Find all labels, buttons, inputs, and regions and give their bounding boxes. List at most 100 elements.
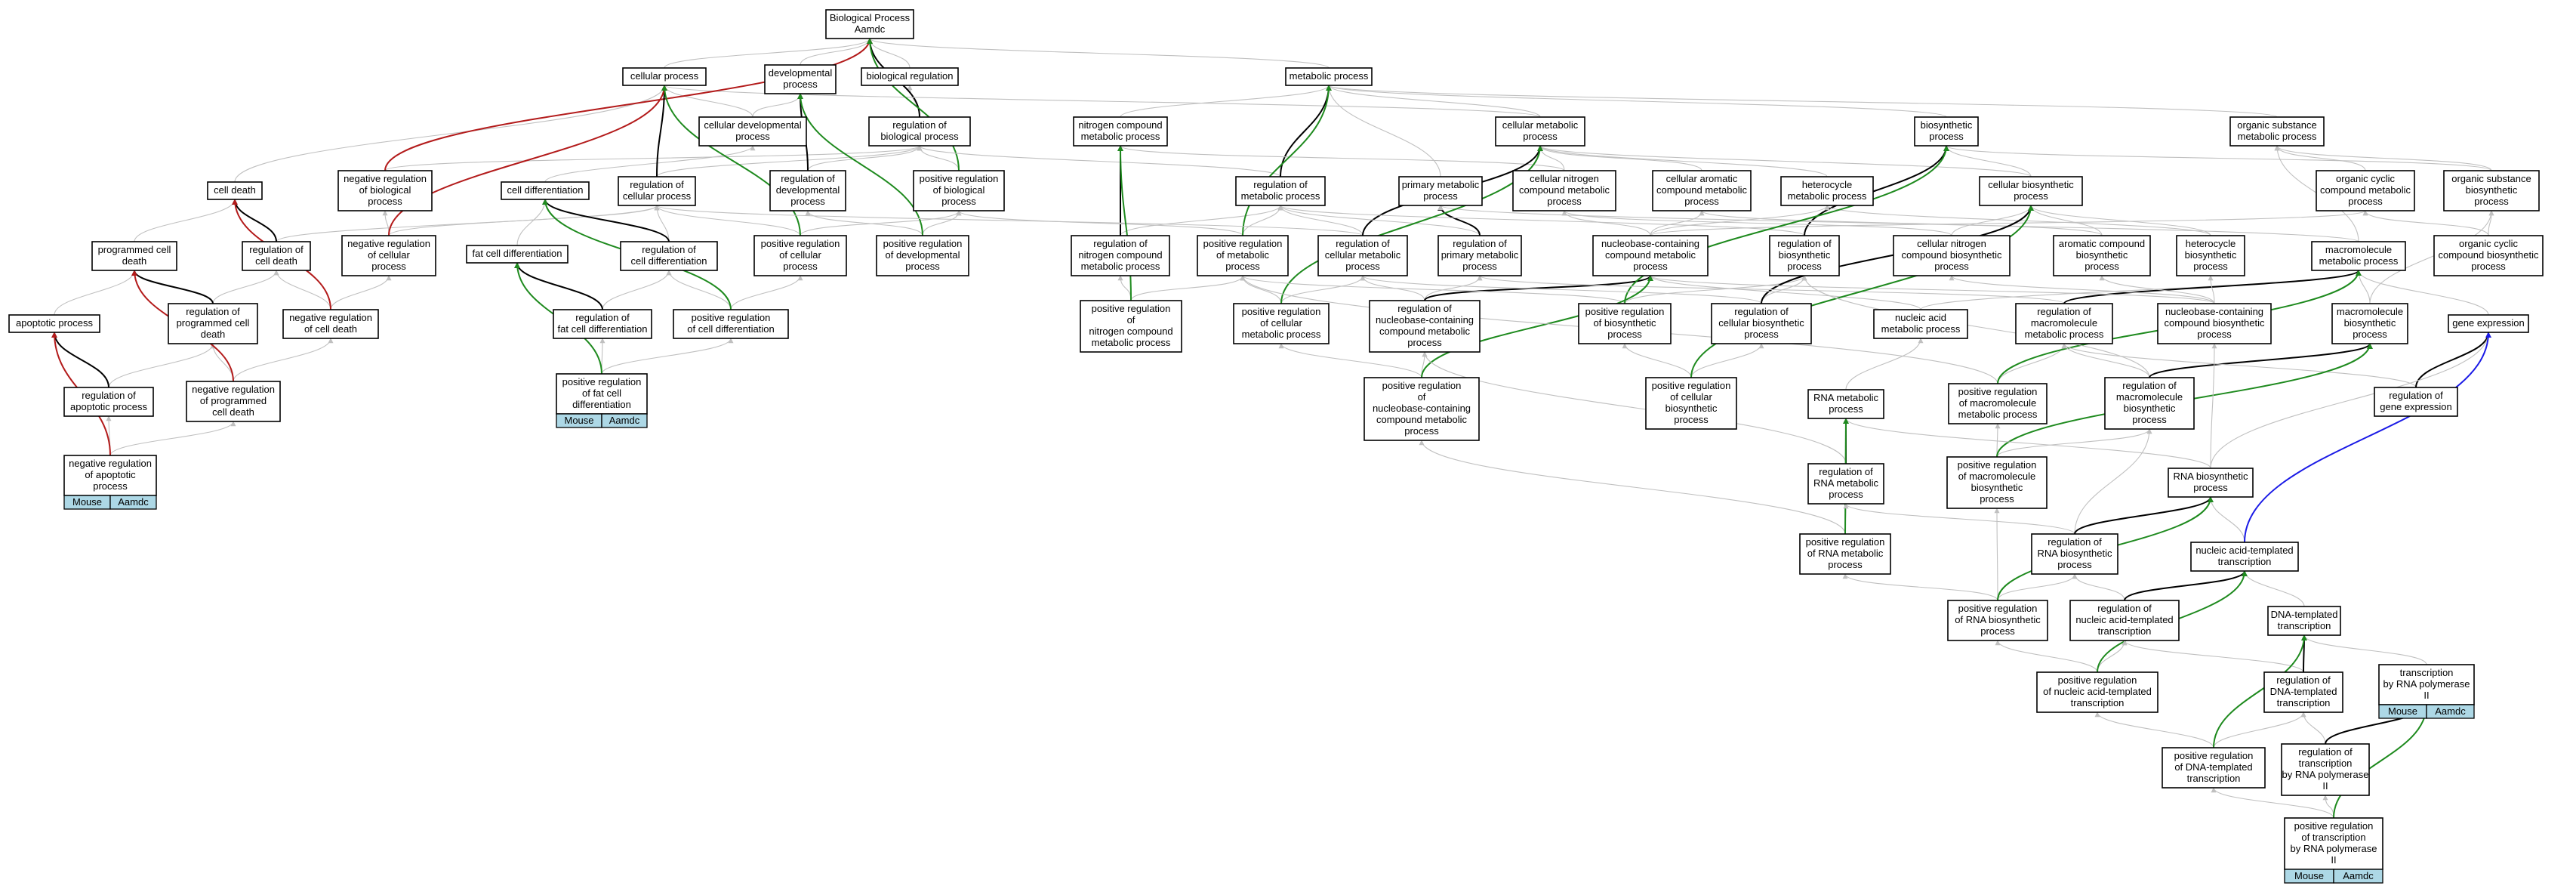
- go-term-node[interactable]: cellular process: [622, 67, 707, 86]
- go-term-label: RNA biosynthetic: [2038, 548, 2112, 559]
- go-term-node[interactable]: positive regulationofnucleobase-containi…: [1363, 377, 1480, 441]
- go-term-label: biosynthetic: [2466, 184, 2518, 196]
- go-term-label: process: [2193, 482, 2228, 493]
- go-term-node[interactable]: gene expression: [2448, 314, 2529, 333]
- go-term-node[interactable]: fat cell differentiation: [466, 245, 569, 264]
- go-term-node[interactable]: regulation ofnucleobase-containingcompou…: [1369, 300, 1481, 353]
- edge-is-a: [2369, 210, 2494, 304]
- go-term-node[interactable]: metabolic process: [1285, 67, 1373, 86]
- go-term-label: metabolic process: [1881, 323, 1961, 335]
- go-term-box: [2229, 116, 2325, 147]
- go-term-label: process: [790, 196, 825, 207]
- go-term-node[interactable]: cell differentiation: [501, 181, 590, 200]
- go-term-box: [2162, 747, 2266, 789]
- edge-is-a: [1437, 205, 2359, 242]
- go-term-label: nucleobase-containing: [1376, 314, 1474, 326]
- go-term-node[interactable]: regulation ofmacromoleculebiosyntheticpr…: [2104, 377, 2195, 430]
- go-term-node[interactable]: biological regulation: [861, 67, 959, 86]
- go-term-label: process: [2132, 414, 2167, 425]
- go-term-node[interactable]: cell death: [207, 181, 263, 200]
- go-term-label: metabolic process: [1958, 409, 2038, 420]
- go-term-node[interactable]: apoptotic process: [8, 314, 100, 333]
- go-term-label: regulation of: [249, 244, 304, 255]
- go-term-box: [1780, 176, 1874, 206]
- go-term-label: cell death: [212, 406, 254, 418]
- go-term-label: process: [905, 261, 940, 272]
- go-term-box: [63, 387, 154, 417]
